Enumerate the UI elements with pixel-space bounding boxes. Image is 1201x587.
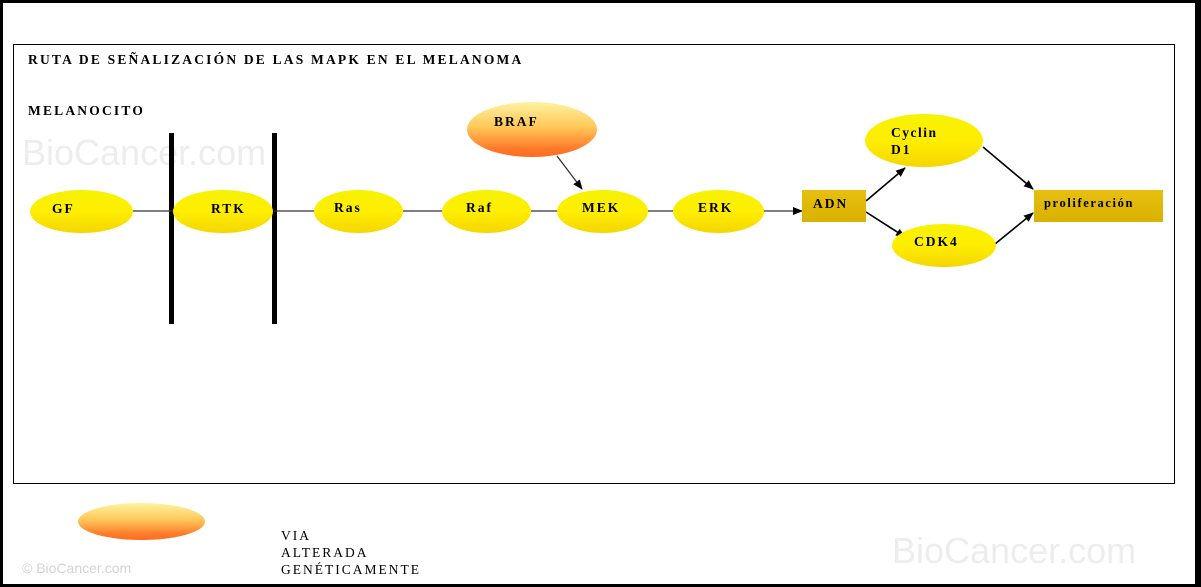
legend-line2: ALTERADA [281, 545, 369, 560]
diagram-frame [13, 44, 1175, 484]
node-proliferacion: proliferación [1034, 190, 1163, 222]
cell-label: MELANOCITO [28, 103, 146, 118]
node-cyclin-line2: D1 [891, 142, 912, 157]
diagram-title: RUTA DE SEÑALIZACIÓN DE LAS MAPK EN EL M… [28, 52, 524, 67]
node-proliferacion-label: proliferación [1044, 196, 1135, 210]
node-raf-label: Raf [466, 200, 493, 215]
node-cyclin-line1: Cyclin [891, 125, 938, 140]
node-erk: ERK [673, 190, 764, 233]
node-raf: Raf [442, 190, 531, 233]
node-mek: MEK [557, 190, 648, 233]
node-cdk4: CDK4 [892, 224, 996, 267]
membrane-bar-right [272, 133, 277, 324]
node-ras: Ras [314, 190, 403, 233]
membrane-bar-left [169, 133, 174, 324]
watermark-bottom-right: BioCancer.com [892, 530, 1137, 571]
node-ras-label: Ras [334, 200, 362, 215]
node-erk-label: ERK [698, 200, 734, 215]
node-adn-label: ADN [813, 196, 849, 211]
node-rtk-label: RTK [211, 201, 246, 216]
node-braf-label: BRAF [494, 114, 539, 129]
node-adn: ADN [802, 190, 866, 222]
copyright-watermark: © BioCancer.com [22, 560, 132, 576]
node-gf: GF [30, 190, 133, 233]
watermark-top-left: BioCancer.com [22, 132, 267, 173]
legend-text: VIA ALTERADA GENÉTICAMENTE [281, 527, 421, 578]
node-gf-label: GF [52, 201, 75, 216]
diagram-canvas [3, 3, 1195, 584]
node-cdk4-label: CDK4 [914, 234, 959, 249]
legend-altered-swatch [78, 503, 205, 540]
node-cyclin-d1: Cyclin D1 [865, 114, 983, 167]
node-braf-altered: BRAF [467, 102, 597, 157]
legend-line1: VIA [281, 528, 311, 543]
node-rtk: RTK [173, 190, 273, 233]
node-mek-label: MEK [582, 200, 621, 215]
legend-line3: GENÉTICAMENTE [281, 562, 421, 577]
